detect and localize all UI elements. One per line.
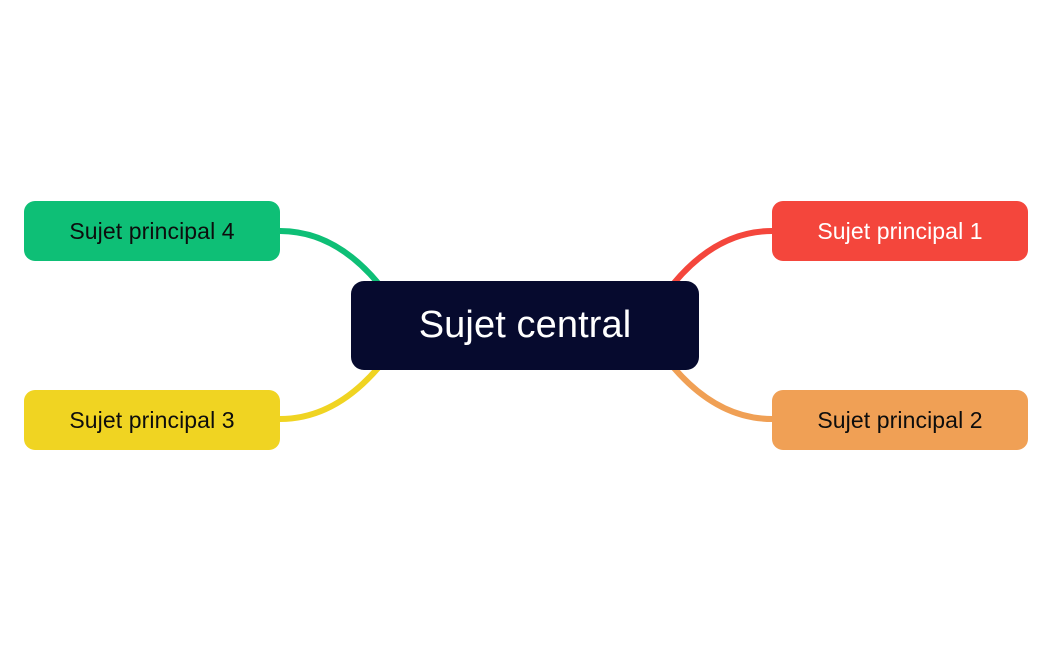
branch-node-topic-2-label: Sujet principal 2 xyxy=(817,406,983,433)
branch-node-topic-3-label: Sujet principal 3 xyxy=(69,406,235,433)
connector-topic-1 xyxy=(671,228,775,286)
branch-node-topic-1[interactable]: Sujet principal 1 xyxy=(772,201,1028,261)
connector-topic-2 xyxy=(671,365,775,422)
central-node[interactable]: Sujet central xyxy=(351,281,699,370)
branch-node-topic-3[interactable]: Sujet principal 3 xyxy=(24,390,280,450)
branch-node-topic-4-label: Sujet principal 4 xyxy=(69,217,235,244)
branch-node-topic-1-label: Sujet principal 1 xyxy=(817,217,983,244)
connector-topic-3 xyxy=(277,365,381,422)
central-node-label: Sujet central xyxy=(418,304,632,346)
branch-node-topic-2[interactable]: Sujet principal 2 xyxy=(772,390,1028,450)
branch-node-topic-4[interactable]: Sujet principal 4 xyxy=(24,201,280,261)
connector-topic-4 xyxy=(277,228,381,286)
